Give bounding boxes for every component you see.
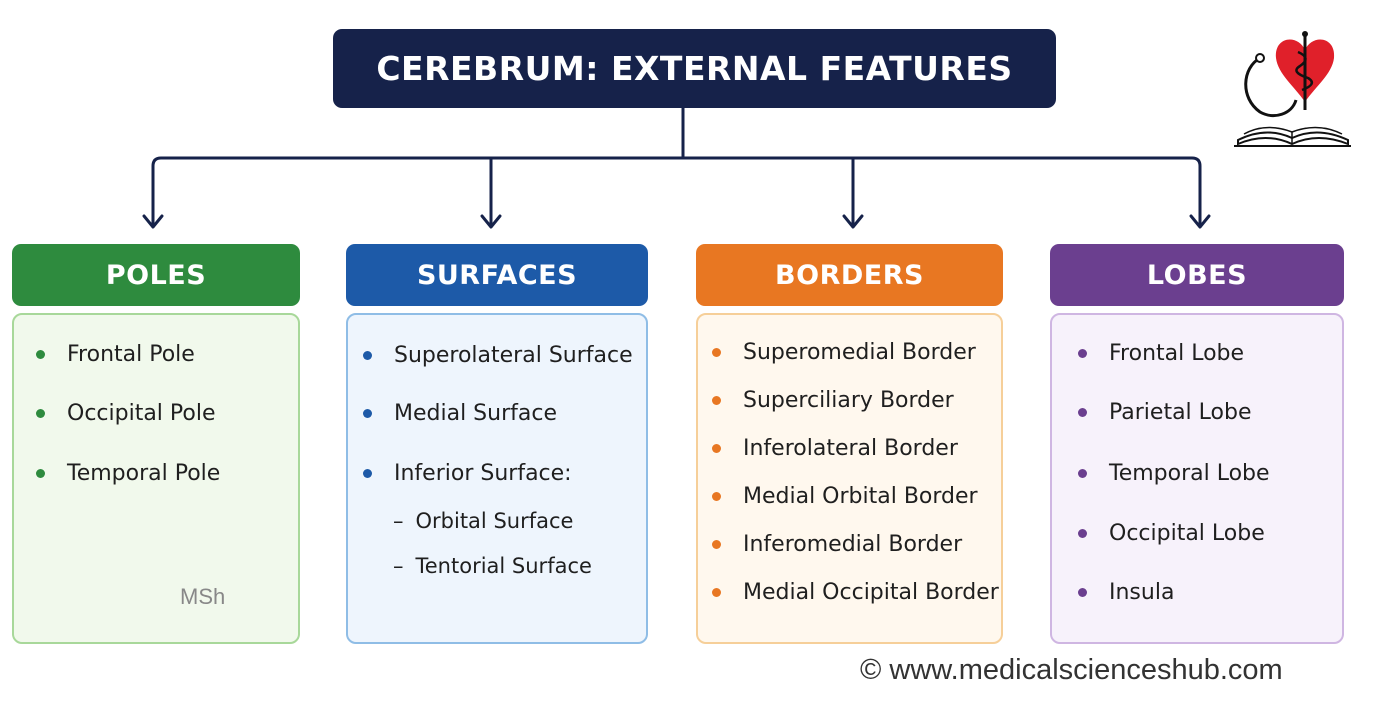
panel-surfaces [346,313,648,644]
bullet-icon [712,444,721,453]
bullet-icon [363,469,372,478]
list-item: Frontal Lobe [1078,341,1244,366]
header-borders: BORDERS [696,244,1003,306]
bullet-icon [1078,588,1087,597]
bullet-icon [712,588,721,597]
footer-copyright: © www.medicalscienceshub.com [860,654,1283,686]
header-poles: POLES [12,244,300,306]
header-lobes: LOBES [1050,244,1344,306]
bullet-icon [1078,408,1087,417]
bullet-icon [363,351,372,360]
panel-borders [696,313,1003,644]
list-item: Occipital Pole [36,401,216,426]
stethoscope-heart-book-icon [1234,31,1351,147]
panel-poles [12,313,300,644]
bullet-icon [36,469,45,478]
dash-icon: – [393,554,404,578]
arrow-head-borders [842,214,864,229]
bullet-icon [36,350,45,359]
connector-horizontal [151,156,1202,228]
arrow-head-lobes [1189,214,1211,229]
list-item: Medial Occipital Border [712,580,999,605]
bullet-icon [363,409,372,418]
list-item: Occipital Lobe [1078,521,1265,546]
list-item: Superomedial Border [712,340,976,365]
page-title: CEREBRUM: EXTERNAL FEATURES [333,29,1056,108]
sub-list-item: –Orbital Surface [393,509,574,533]
list-item: Medial Orbital Border [712,484,978,509]
panel-lobes [1050,313,1344,644]
list-item: Medial Surface [363,401,557,426]
bullet-icon [1078,349,1087,358]
bullet-icon [712,396,721,405]
bullet-icon [1078,529,1087,538]
list-item: Parietal Lobe [1078,400,1252,425]
bullet-icon [712,492,721,501]
list-item: Temporal Pole [36,461,220,486]
dash-icon: – [393,509,404,533]
bullet-icon [712,540,721,549]
watermark: MSh [180,584,226,609]
list-item: Frontal Pole [36,342,195,367]
header-surfaces: SURFACES [346,244,648,306]
arrow-head-poles [142,214,164,229]
list-item: Superciliary Border [712,388,954,413]
list-item: Inferomedial Border [712,532,962,557]
bullet-icon [1078,469,1087,478]
arrow-head-surfaces [480,214,502,229]
bullet-icon [36,409,45,418]
list-item: Superolateral Surface [363,343,633,368]
list-item: Insula [1078,580,1174,605]
sub-list-item: –Tentorial Surface [393,554,592,578]
list-item: Temporal Lobe [1078,461,1270,486]
list-item: Inferior Surface: [363,461,572,486]
bullet-icon [712,348,721,357]
list-item: Inferolateral Border [712,436,958,461]
